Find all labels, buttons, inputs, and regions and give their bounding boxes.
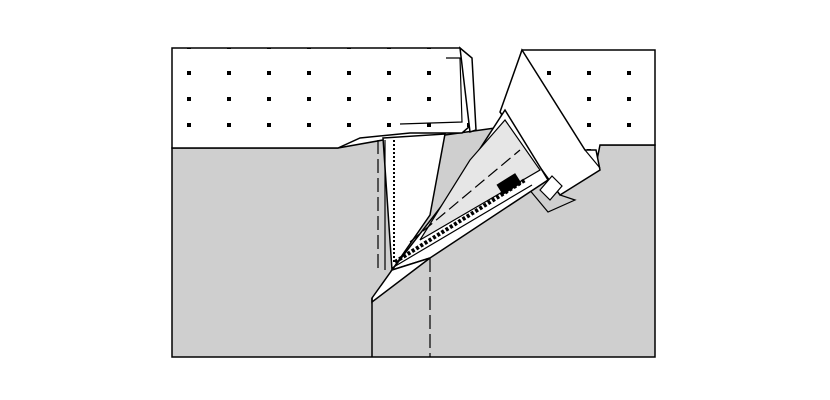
left-seam-band	[377, 133, 446, 273]
inner-tab	[539, 175, 563, 201]
lower-fold-flap	[371, 257, 431, 357]
zipper-icon	[393, 173, 527, 264]
right-dotted-panel	[499, 48, 656, 213]
left-dotted-panel	[171, 46, 477, 149]
zipper-tape	[389, 108, 550, 272]
